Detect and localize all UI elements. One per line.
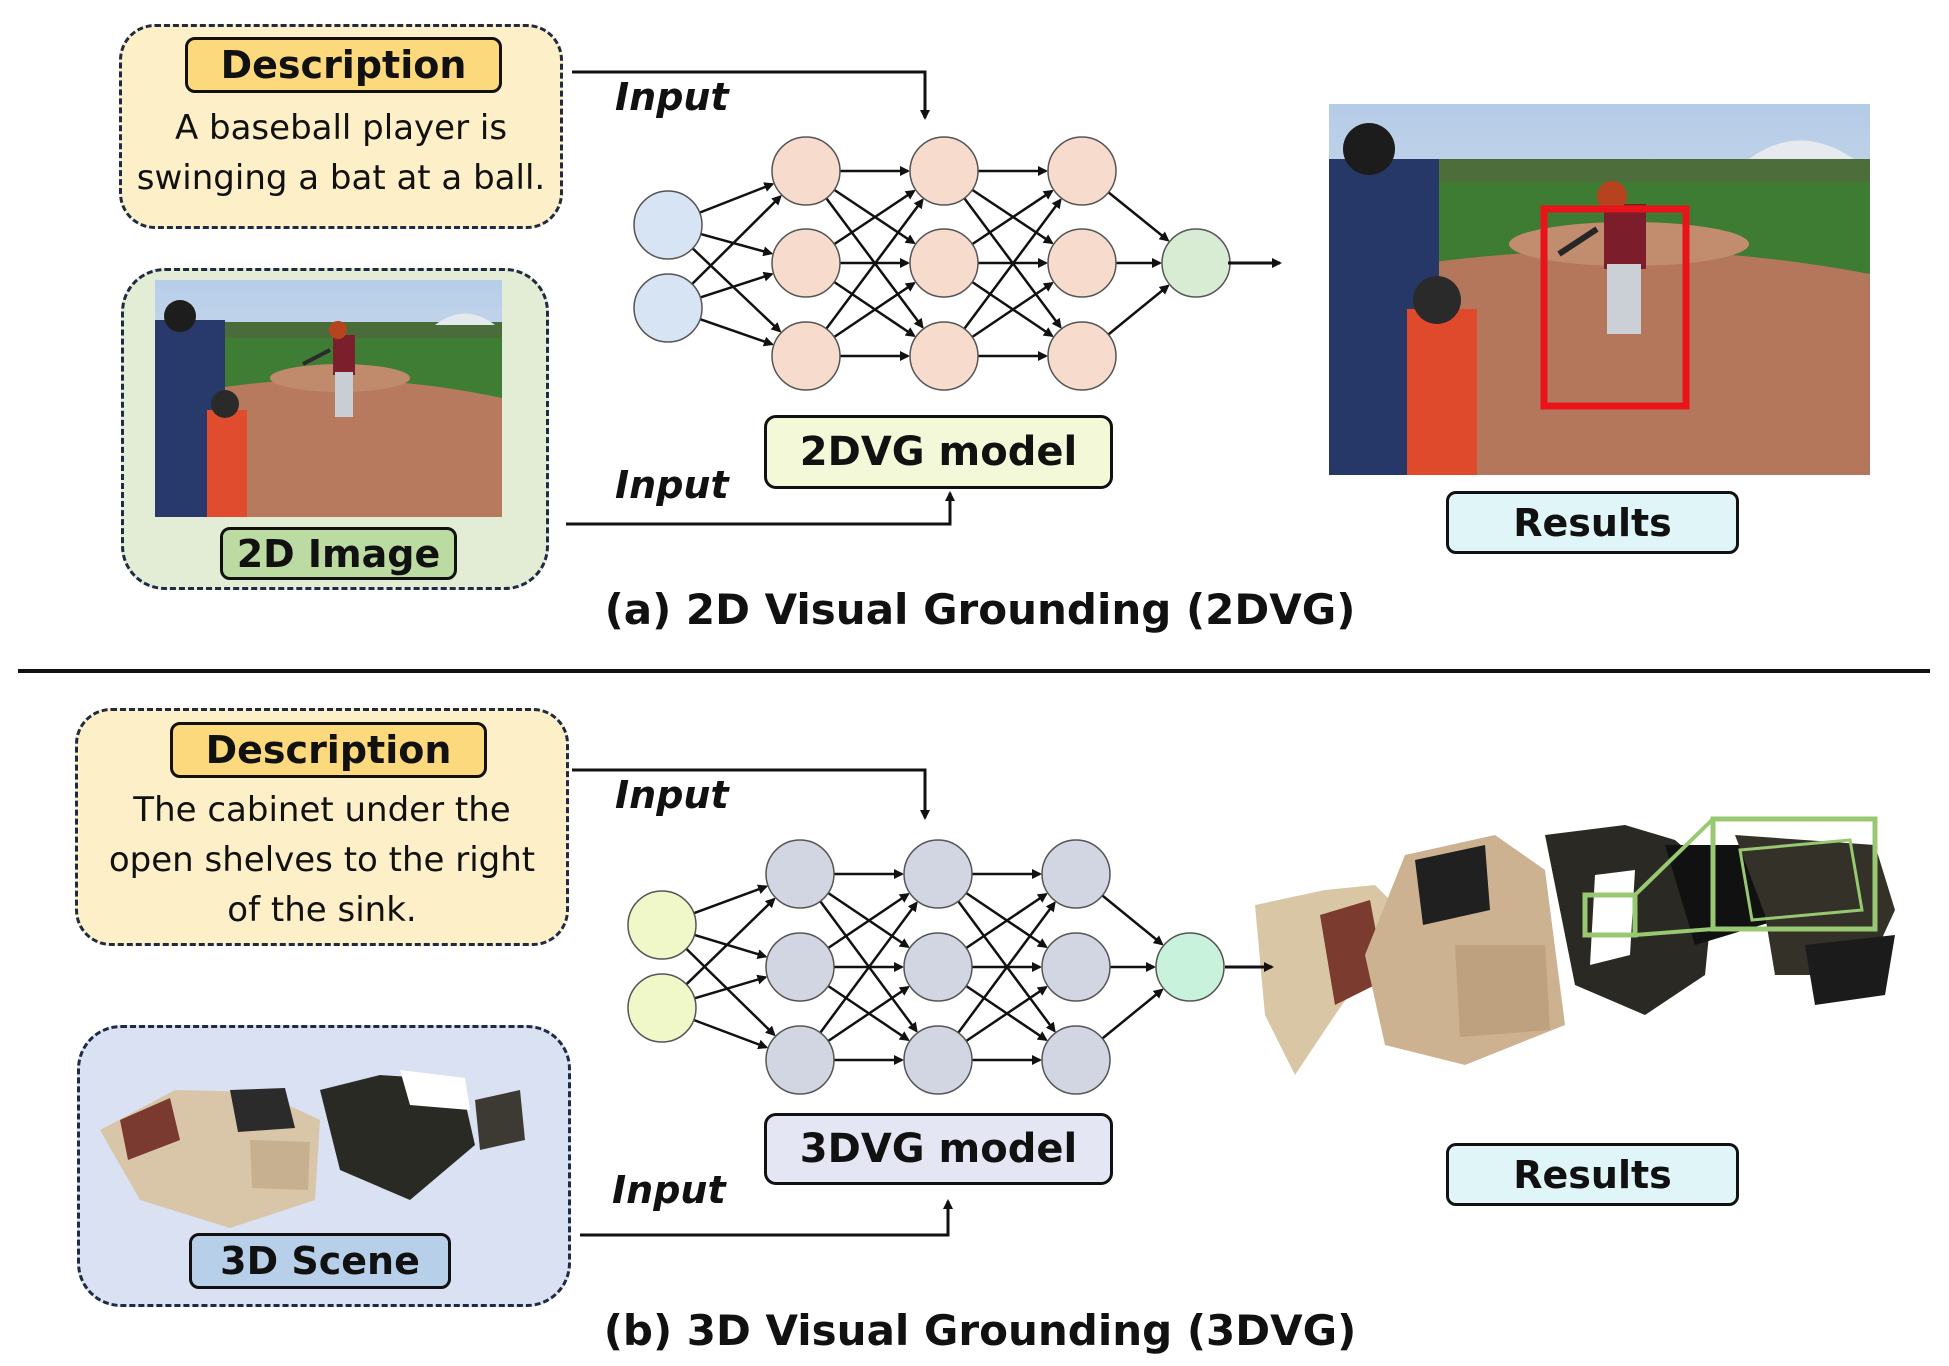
network-node-hidden-3d [1041,1025,1111,1095]
input-label-text-3d: Input [615,773,729,817]
bounding-box-2d [1540,205,1690,410]
network-node-hidden-2d [909,228,979,298]
network-edge-2d [691,247,782,333]
text-input-arrow-2d [572,70,930,120]
network-edge-2d [1107,284,1170,336]
description-line: A baseball player is [174,108,508,148]
network-edge-3d [694,933,768,959]
network-edge-3d [957,901,1056,1034]
input-label-scene-3d: Input [612,1168,726,1212]
section-divider [18,669,1930,673]
network-edge-2d [825,198,924,330]
network-node-input-2d [633,273,703,343]
network-node-hidden-3d [903,839,973,909]
network-edge-3d [827,986,910,1043]
network-edge-3d [965,893,1048,950]
network-node-hidden-2d [1047,136,1117,206]
network-edge-2d [833,282,916,339]
description-line: The cabinet under the [133,790,511,830]
image-label-2d: 2D Image [220,527,457,580]
network-edge-3d [685,947,776,1037]
scene-label-3d: 3D Scene [189,1233,451,1289]
results-image-2d [1329,104,1870,475]
network-edge-3d [819,901,918,1034]
network-edge-2d [1107,191,1170,242]
network-edge-3d [1101,988,1164,1040]
network-edge-3d [1101,894,1164,946]
bounding-box-3d [1582,816,1878,938]
network-edge-2d [699,182,775,214]
network-edge-3d [694,974,768,1000]
model-label-3d: 3DVG model [764,1113,1113,1185]
network-node-hidden-3d [765,1025,835,1095]
network-edge-3d [827,893,910,950]
network-edge-3d [685,897,776,986]
network-edge-2d [833,189,916,246]
results-label-3d: Results [1446,1143,1739,1206]
network-edge-2d [700,232,774,257]
network-edge-3d [965,986,1048,1043]
network-edge-2d [971,282,1054,339]
description-line: of the sink. [227,890,417,930]
network-node-hidden-3d [765,839,835,909]
description-text-3d: The cabinet under the open shelves to th… [75,785,569,935]
network-node-hidden-3d [1041,932,1111,1002]
network-edge-2d [699,317,774,347]
scene-3d-thumbnail [100,1070,525,1228]
description-line: swinging a bat at a ball. [136,158,546,198]
results-label-2d: Results [1446,491,1739,554]
input-label-text-2d: Input [615,75,729,119]
network-node-hidden-3d [903,1025,973,1095]
network-edge-2d [691,194,782,285]
network-node-input-3d [627,890,697,960]
network-node-input-2d [633,190,703,260]
network-edge-2d [963,198,1062,330]
network-node-hidden-2d [909,321,979,391]
scene-input-arrow-3d [580,1199,953,1237]
network-node-hidden-3d [765,932,835,1002]
description-line: open shelves to the right [108,840,536,880]
description-title-3d: Description [170,722,487,778]
network-edge-2d [971,189,1054,246]
network-node-hidden-2d [909,136,979,206]
baseball-image-thumbnail [155,280,502,517]
text-input-arrow-3d [572,768,930,820]
network-node-hidden-2d [771,136,841,206]
network-node-output-3d [1155,932,1225,1002]
model-label-2d: 2DVG model [764,415,1113,489]
network-node-hidden-2d [771,321,841,391]
network-node-hidden-2d [1047,321,1117,391]
network-node-hidden-3d [903,932,973,1002]
network-edge-3d [693,1018,769,1050]
network-node-output-2d [1161,228,1231,298]
network-node-hidden-3d [1041,839,1111,909]
network-node-input-3d [627,973,697,1043]
description-title-2d: Description [185,37,502,93]
image-input-arrow-2d [566,491,955,526]
caption-3dvg: (b) 3D Visual Grounding (3DVG) [603,1306,1357,1355]
caption-2dvg: (a) 2D Visual Grounding (2DVG) [604,585,1356,634]
network-edge-2d [699,271,774,299]
network-edge-3d [693,884,769,915]
description-text-2d: A baseball player is swinging a bat at a… [119,103,563,203]
input-label-image-2d: Input [615,463,729,507]
network-node-hidden-2d [1047,228,1117,298]
network-node-hidden-2d [771,228,841,298]
results-scene-3d [1255,825,1895,1075]
